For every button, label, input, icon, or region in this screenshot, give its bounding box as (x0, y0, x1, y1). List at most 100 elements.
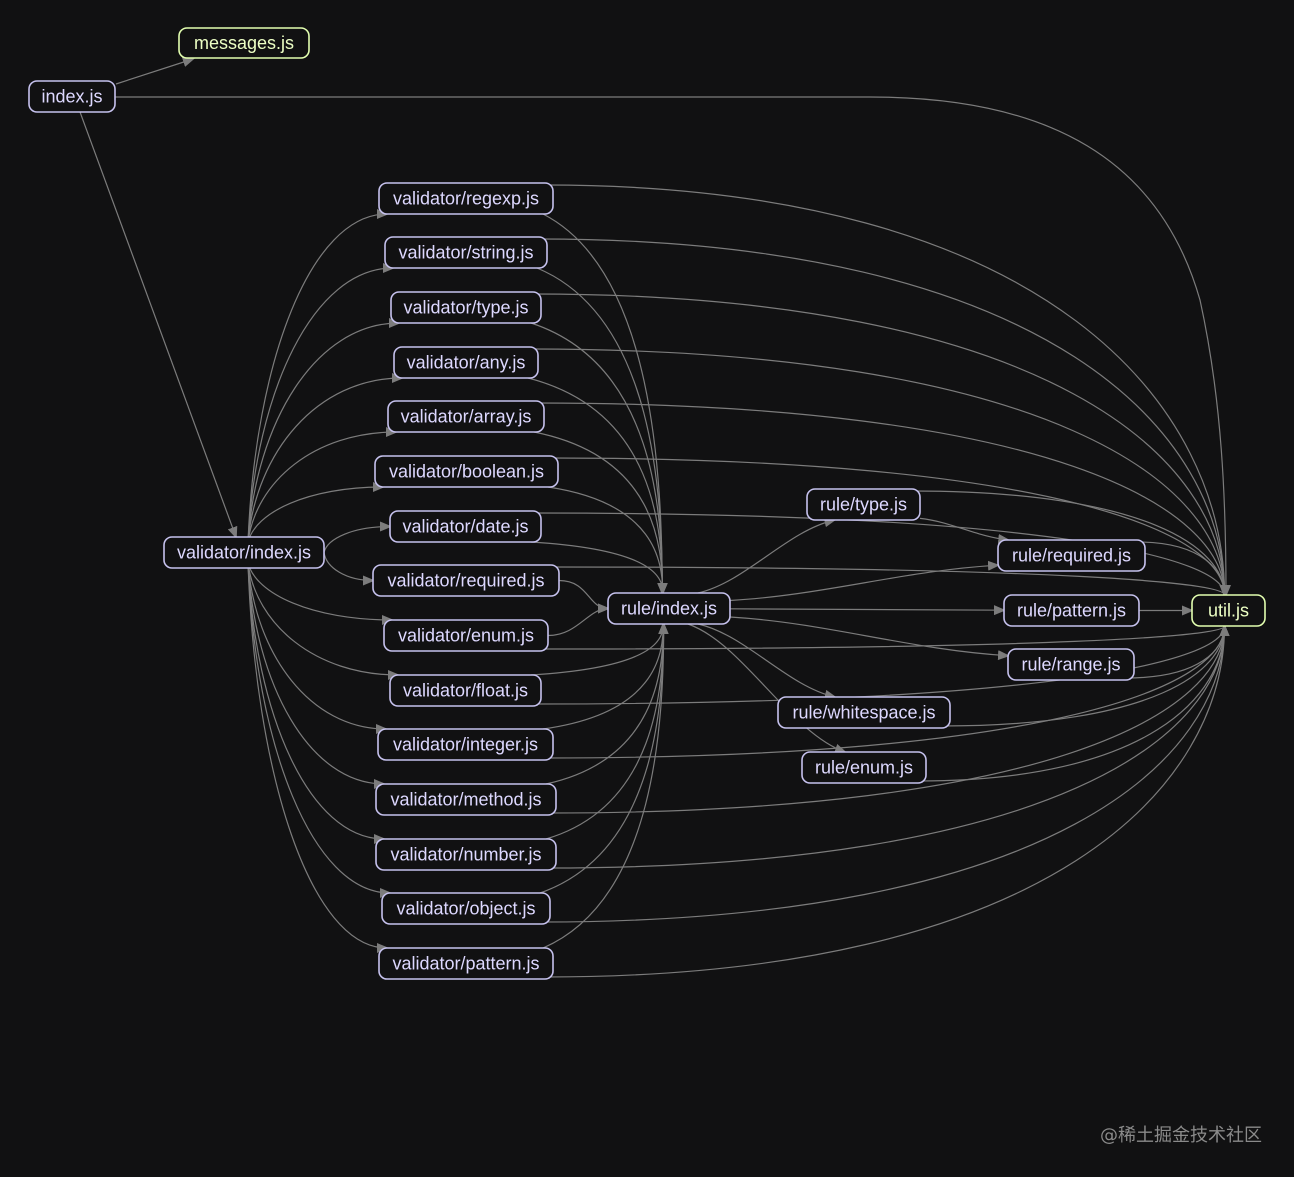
node-box (383, 619, 549, 652)
node-label: messages.js (194, 33, 294, 53)
node-v-date[interactable]: validator/date.js (389, 510, 542, 543)
node-box (777, 696, 951, 729)
node-box (374, 455, 559, 488)
node-v-any[interactable]: validator/any.js (393, 346, 539, 379)
edge-r_range-to-util (1125, 624, 1230, 679)
node-v-array[interactable]: validator/array.js (387, 400, 545, 433)
edge-r_index-to-r_range (729, 616, 1010, 661)
edge-v_type-to-util (532, 293, 1230, 597)
edge-index-to-v_index (79, 111, 238, 539)
node-v-number[interactable]: validator/number.js (375, 838, 557, 871)
node-v-required[interactable]: validator/required.js (372, 564, 560, 597)
node-label: rule/index.js (621, 599, 717, 619)
node-label: validator/pattern.js (392, 954, 539, 974)
node-v-enum[interactable]: validator/enum.js (383, 619, 549, 652)
watermark: @稀土掘金技术社区 (1100, 1125, 1262, 1146)
edge-v_object-to-util (541, 624, 1230, 923)
edge-v_number-to-util (547, 624, 1230, 869)
node-box (607, 592, 731, 625)
edge-r_index-to-r_required (729, 560, 1000, 602)
node-v-string[interactable]: validator/string.js (384, 236, 548, 269)
node-box (806, 488, 921, 521)
node-v-regexp[interactable]: validator/regexp.js (378, 182, 554, 215)
node-util[interactable]: util.js (1191, 594, 1266, 627)
node-label: validator/method.js (390, 790, 541, 810)
edge-v_index-to-v_enum (247, 562, 394, 625)
edge-v_pattern-to-util (544, 624, 1230, 978)
node-v-integer[interactable]: validator/integer.js (377, 728, 554, 761)
node-box (377, 728, 554, 761)
edge-v_index-to-v_pattern (247, 562, 389, 953)
edge-v_method-to-util (547, 624, 1230, 814)
edge-v_index-to-v_boolean (247, 482, 385, 543)
node-box (1191, 594, 1266, 627)
node-box (375, 783, 557, 816)
edge-v_regexp-to-util (544, 184, 1230, 597)
node-box (389, 674, 542, 707)
node-label: validator/string.js (398, 243, 533, 263)
node-label: util.js (1208, 601, 1249, 621)
edge-v_index-to-v_any (247, 373, 404, 543)
node-r-required[interactable]: rule/required.js (997, 539, 1146, 572)
edge-v_index-to-v_float (247, 562, 400, 680)
node-box (997, 539, 1146, 572)
node-label: validator/number.js (390, 845, 541, 865)
edge-v_index-to-v_type (247, 318, 401, 543)
node-box (393, 346, 539, 379)
node-index[interactable]: index.js (28, 80, 116, 113)
edge-v_array-to-r_index (533, 431, 668, 595)
node-v-type[interactable]: validator/type.js (390, 291, 542, 324)
node-box (378, 947, 554, 980)
node-r-enum[interactable]: rule/enum.js (801, 751, 927, 784)
node-box (381, 892, 551, 925)
edge-v_index-to-v_required (323, 552, 375, 586)
nodes-layer: messages.js index.js validator/index.js val… (28, 27, 1266, 980)
node-box (375, 838, 557, 871)
edge-v_any-to-util (529, 348, 1230, 597)
edge-v_index-to-v_array (247, 427, 398, 543)
node-label: rule/range.js (1021, 655, 1120, 675)
node-box (384, 236, 548, 269)
node-label: index.js (41, 87, 102, 107)
node-v-boolean[interactable]: validator/boolean.js (374, 455, 559, 488)
node-v-float[interactable]: validator/float.js (389, 674, 542, 707)
edge-v_boolean-to-r_index (547, 486, 668, 595)
node-r-index[interactable]: rule/index.js (607, 592, 731, 625)
edge-v_string-to-util (538, 238, 1230, 597)
node-box (372, 564, 560, 597)
node-box (178, 27, 310, 59)
node-r-range[interactable]: rule/range.js (1007, 648, 1135, 681)
node-v-pattern[interactable]: validator/pattern.js (378, 947, 554, 980)
node-v-index[interactable]: validator/index.js (163, 536, 325, 569)
node-r-type[interactable]: rule/type.js (806, 488, 921, 521)
edge-r_index-to-r_whitespace (697, 623, 837, 700)
node-label: validator/any.js (407, 353, 526, 373)
node-r-whitespace[interactable]: rule/whitespace.js (777, 696, 951, 729)
node-label: validator/date.js (402, 517, 528, 537)
node-r-pattern[interactable]: rule/pattern.js (1003, 594, 1140, 627)
node-label: rule/whitespace.js (792, 703, 935, 723)
node-box (1003, 594, 1140, 627)
edge-v_boolean-to-util (549, 457, 1230, 597)
edge-v_index-to-v_date (323, 521, 392, 553)
edge-r_index-to-r_pattern (729, 605, 1006, 616)
node-box (389, 510, 542, 543)
node-label: validator/required.js (387, 571, 544, 591)
node-v-method[interactable]: validator/method.js (375, 783, 557, 816)
node-v-object[interactable]: validator/object.js (381, 892, 551, 925)
edge-v_index-to-v_string (247, 263, 395, 543)
edge-r_whitespace-to-util (941, 624, 1230, 727)
node-label: validator/integer.js (393, 735, 538, 755)
node-messages[interactable]: messages.js (178, 27, 310, 59)
node-label: rule/pattern.js (1017, 601, 1126, 621)
edge-r_index-to-r_enum (687, 623, 847, 754)
edge-v_array-to-util (535, 402, 1230, 597)
edge-v_required-to-util (550, 566, 1230, 597)
edge-v_enum-to-r_index (547, 603, 610, 637)
edge-v_index-to-v_object (247, 562, 392, 898)
edge-r_enum-to-util (917, 624, 1230, 782)
edge-v_enum-to-util (539, 624, 1230, 650)
node-label: validator/object.js (396, 899, 535, 919)
edge-v_integer-to-util (544, 624, 1230, 759)
